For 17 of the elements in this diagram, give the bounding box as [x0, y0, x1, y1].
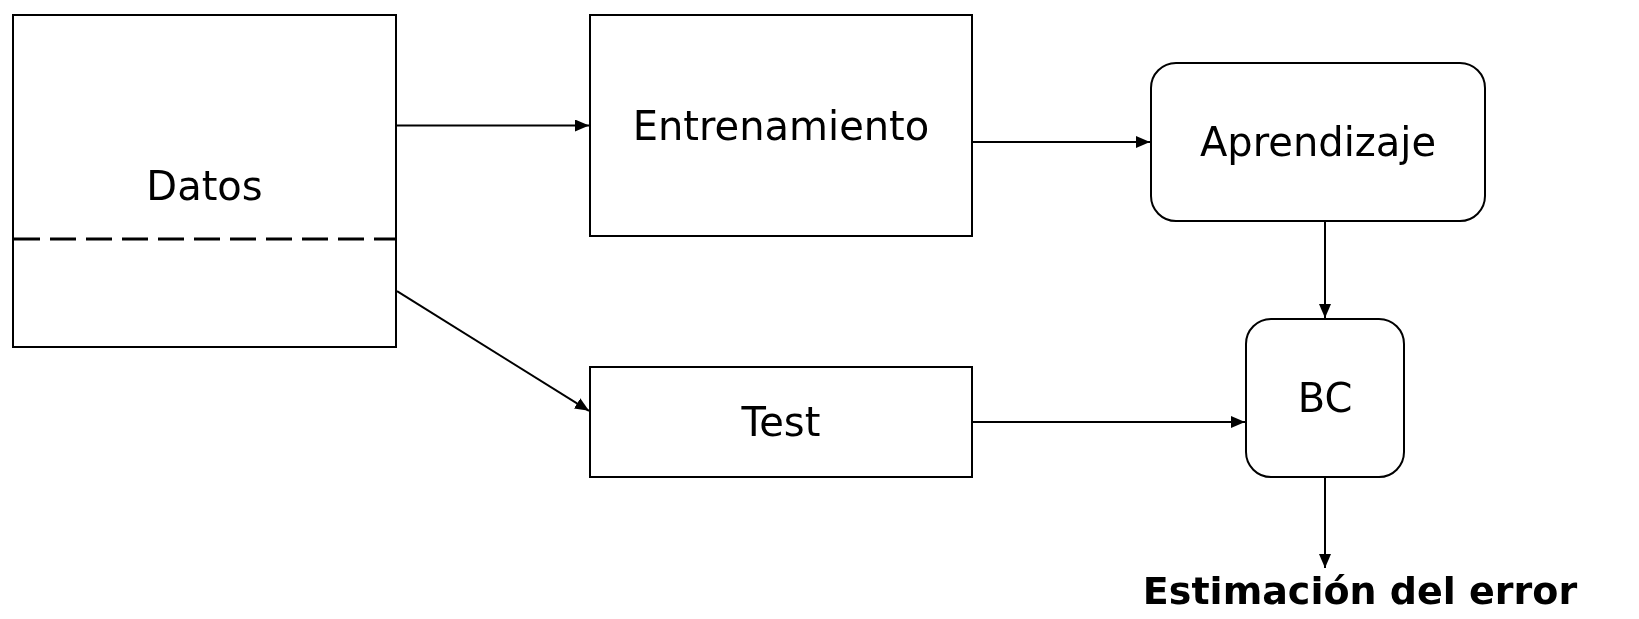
- arrow: [1319, 221, 1331, 319]
- arrow: [972, 416, 1246, 428]
- box-label: Test: [741, 398, 821, 447]
- box-label: Datos: [145, 162, 264, 211]
- process-box: [589, 366, 973, 478]
- process-box: [12, 14, 397, 348]
- box-label: BC: [1297, 374, 1353, 423]
- arrow: [396, 119, 590, 132]
- arrow: [972, 136, 1151, 148]
- box-label: Aprendizaje: [1200, 118, 1436, 167]
- process-box: [1150, 62, 1486, 222]
- process-box: [1245, 318, 1405, 478]
- arrow: [396, 290, 590, 412]
- arrow: [1319, 477, 1331, 569]
- output-label: Estimación del error: [1082, 568, 1638, 616]
- process-box: [589, 14, 973, 237]
- box-label: Entrenamiento: [632, 101, 930, 151]
